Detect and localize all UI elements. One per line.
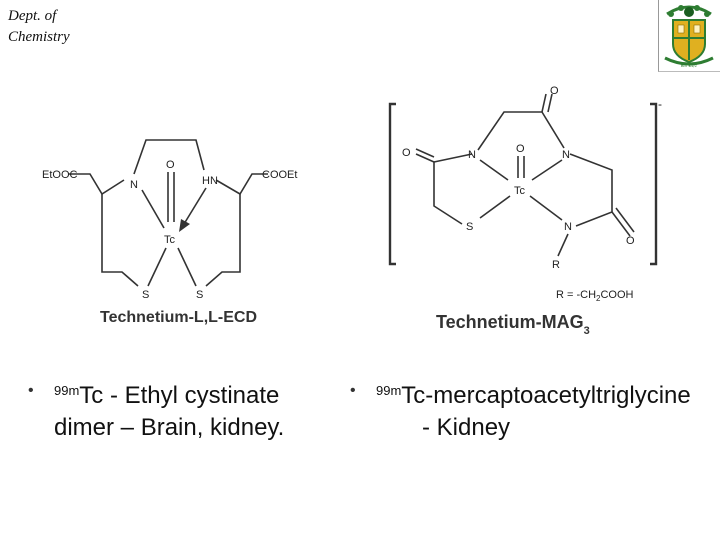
isotope-superscript: 99m [54,383,80,398]
oxo-label: O [166,159,175,171]
bullet-text-line-2: dimer – Brain, kidney. [54,414,285,441]
crest-motto: ଜ୍ଞାନ ଶକ୍ତି [681,63,697,69]
technetium-label: Tc [164,234,176,246]
oxygen-center-label: O [516,143,525,155]
department-label: Dept. of Chemistry [8,6,70,48]
sulfur-left-label: S [142,289,149,301]
bullet-mag3: • 99mTc-mercaptoacetyltriglycine - Kidne… [350,375,720,444]
r-group-label: R [552,259,560,271]
mag3-structure-diagram: - O O O O N N N [380,78,680,338]
mag3-structure-svg: - O O O O N N N [388,85,662,337]
oxygen-left-label: O [402,147,411,159]
bullet-text-line-1: Tc - Ethyl cystinate [79,382,280,409]
crest-graphic: ଜ୍ଞାନ ଶକ୍ତି [664,5,714,69]
bullet-dot-icon: • [28,382,34,399]
ecd-structure-diagram: EtOOC COOEt N HN O Tc S S Technetium-L,L… [38,110,310,336]
bullet-dot-icon: • [350,382,356,399]
nitrogen-bottom-label: N [564,221,572,233]
ecd-structure-svg: EtOOC COOEt N HN O Tc S S Technetium-L,L… [42,139,297,326]
sulfur-right-label: S [196,289,203,301]
mag3-structure-title: Technetium-MAG3 [436,312,590,337]
nitrogen-left-label: N [130,179,138,191]
sulfur-label: S [466,221,473,233]
oxygen-right-label: O [626,235,635,247]
isotope-superscript: 99m [376,383,402,398]
charge-label: - [658,97,662,111]
department-line-2: Chemistry [8,29,70,45]
ester-left-label: EtOOC [42,169,78,181]
bullet-ecd: • 99mTc - Ethyl cystinate dimer – Brain,… [28,375,354,444]
college-crest-icon: ଜ୍ଞାନ ଶକ୍ତି [658,0,720,72]
bullet-text-line-1: Tc-mercaptoacetyltriglycine [401,382,691,409]
department-line-1: Dept. of [8,8,57,24]
bullet-text-line-2: - Kidney [422,414,511,441]
ester-right-label: COOEt [262,169,297,181]
oxygen-top-label: O [550,85,559,97]
nitrogen-right-label: N [562,149,570,161]
hn-label: HN [202,175,218,187]
r-group-definition: R = -CH2COOH [556,289,634,303]
technetium-label: Tc [514,185,526,197]
nitrogen-left-label: N [468,149,476,161]
coordination-arrow-head [179,219,190,232]
ecd-structure-title: Technetium-L,L-ECD [100,309,257,326]
